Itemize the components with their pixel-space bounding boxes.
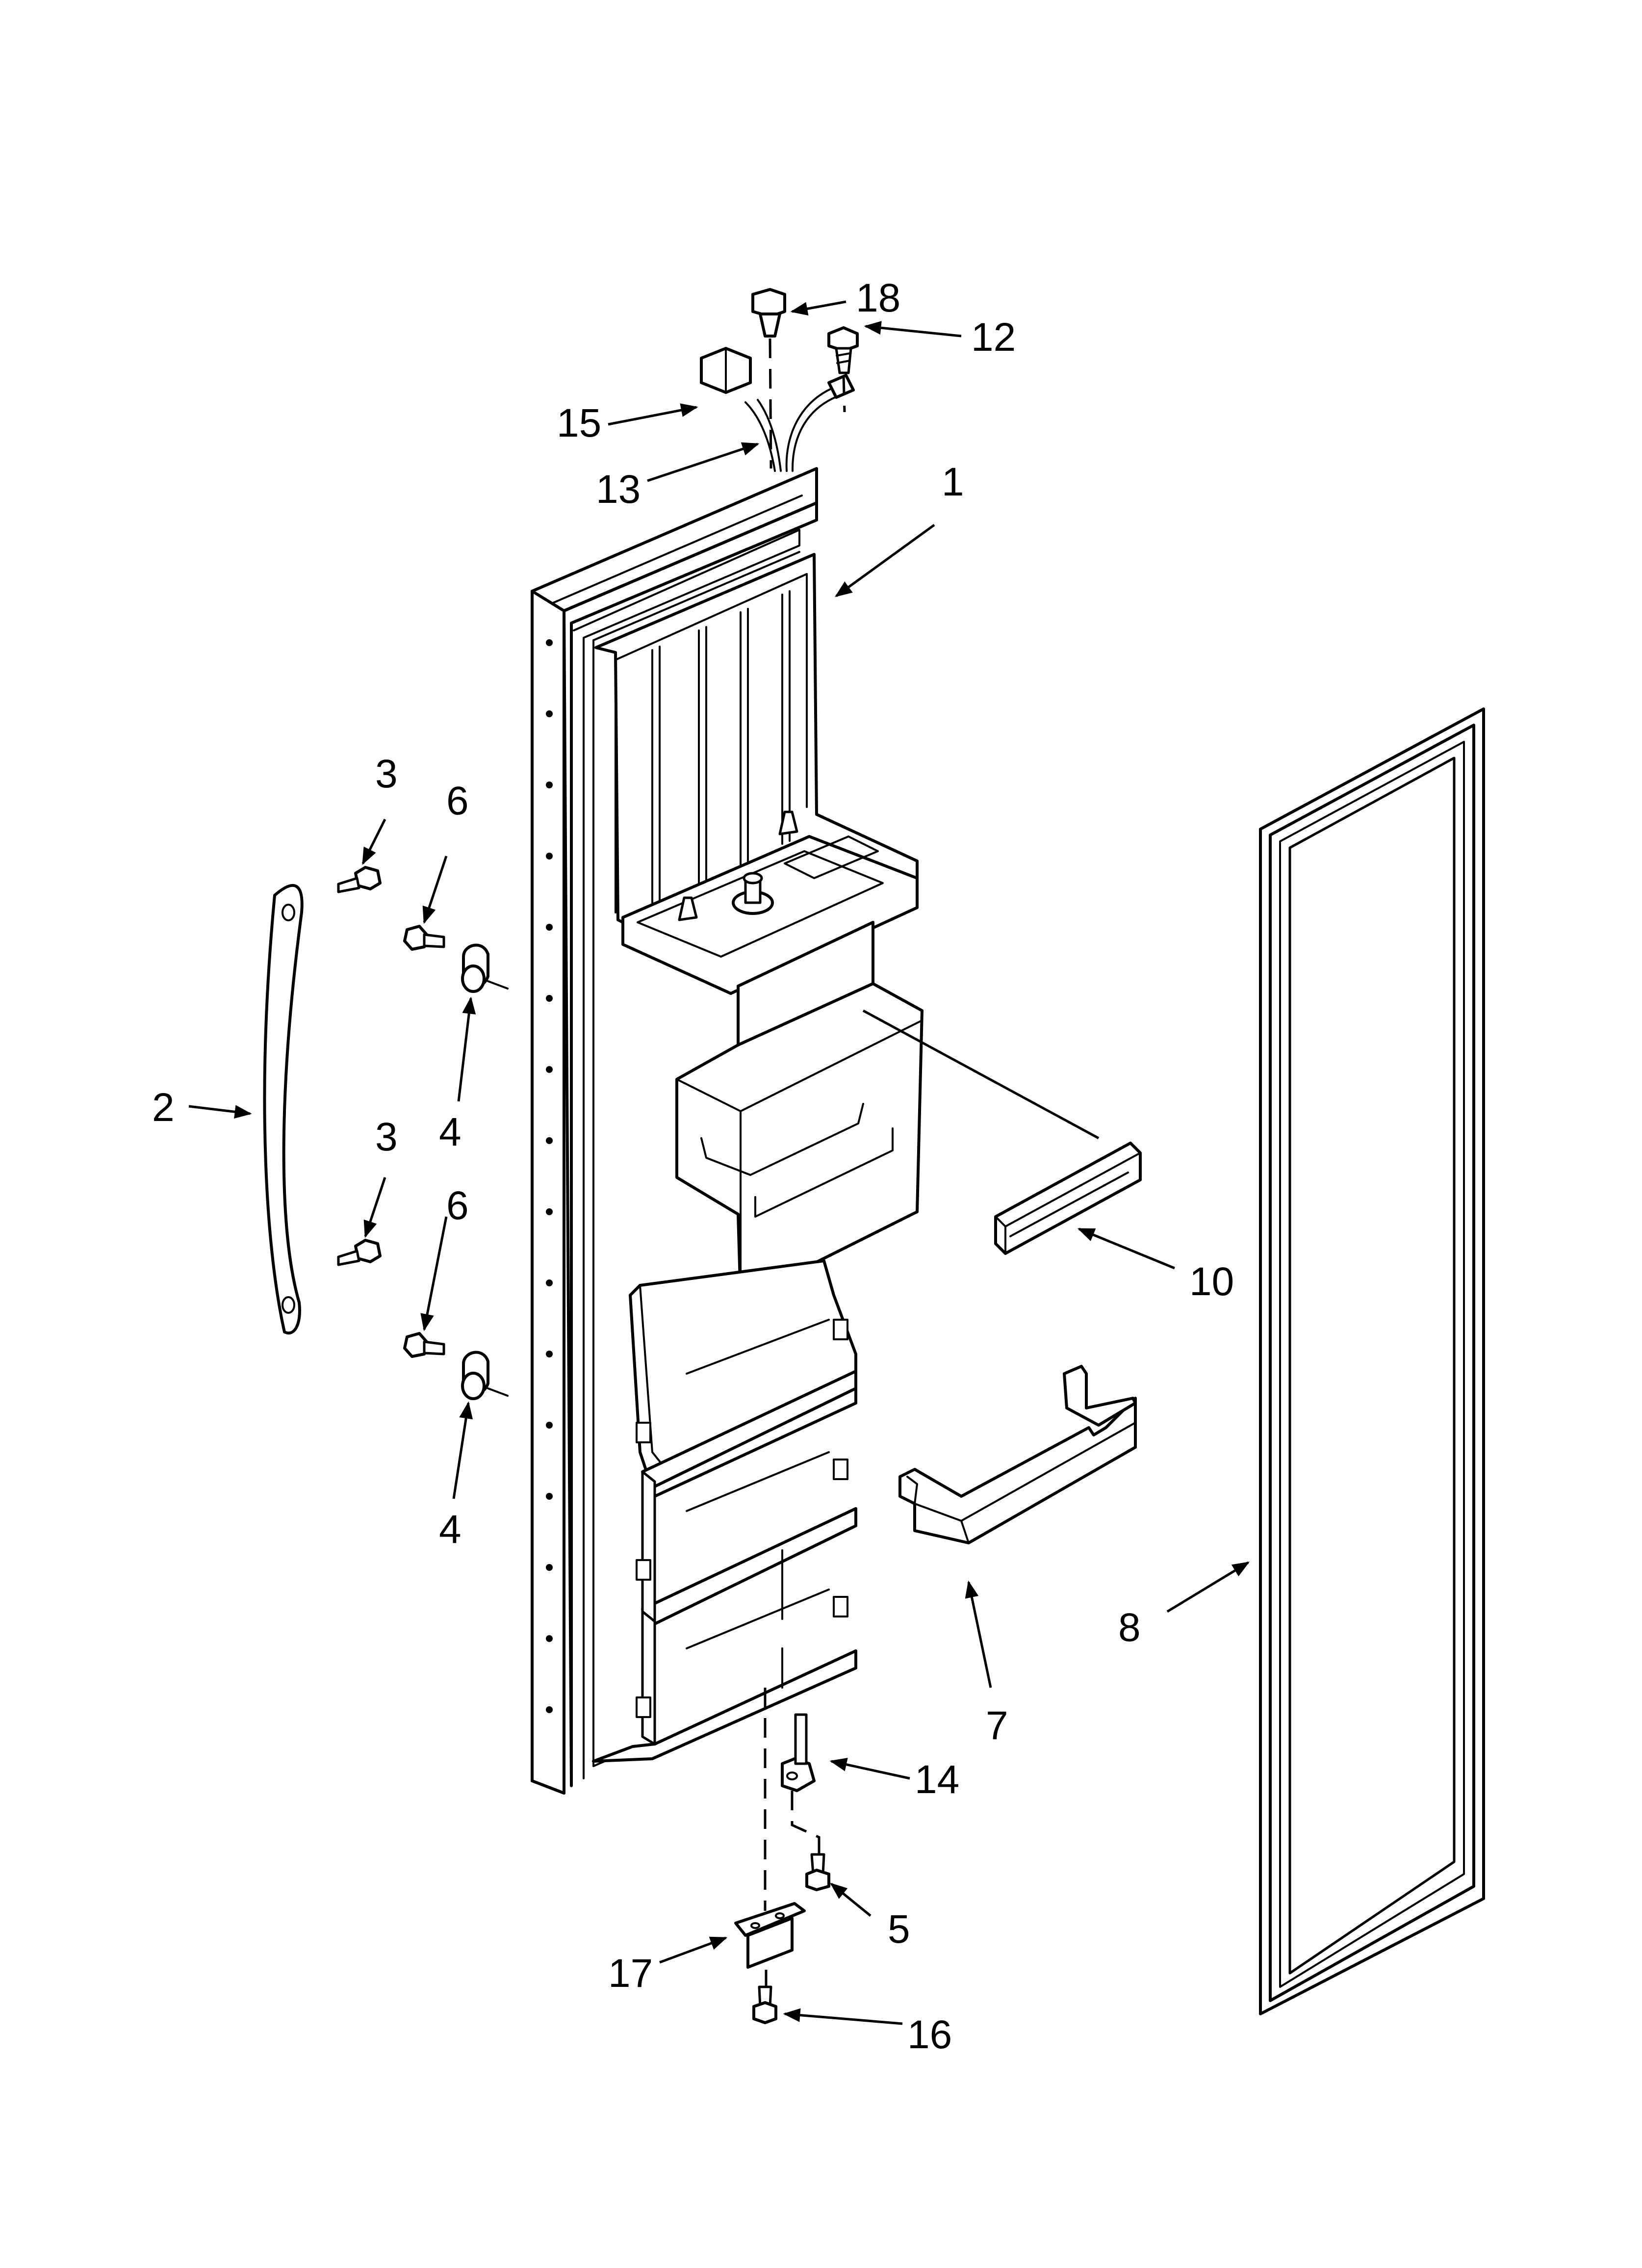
- callout-13: 13: [596, 467, 641, 512]
- hinge-screw-part-5: [805, 1853, 830, 1891]
- callout-4-upper: 4: [439, 1110, 462, 1154]
- callout-16: 16: [907, 2012, 952, 2057]
- callout-7: 7: [986, 1703, 1008, 1748]
- freezer-door-part: [531, 467, 924, 1795]
- handle-screw-upper: [337, 866, 382, 893]
- callout-17: 17: [608, 1951, 653, 1996]
- callout-8: 8: [1118, 1605, 1141, 1650]
- callout-2: 2: [152, 1085, 175, 1130]
- wire-harness-part: [700, 347, 855, 472]
- callout-10: 10: [1189, 1259, 1234, 1304]
- door-gasket-part: [1259, 707, 1485, 2015]
- liner-ribs: [651, 590, 791, 904]
- hinge-bracket-part: [734, 1902, 806, 1969]
- callout-arrows: [188, 300, 1250, 2025]
- spacer-lower: [461, 1351, 509, 1400]
- hinge-pin-part: [781, 1713, 816, 1792]
- screw-part-12: [827, 326, 859, 374]
- callout-3-lower: 3: [375, 1115, 398, 1159]
- callout-6-upper: 6: [446, 779, 469, 823]
- door-bin-part: [898, 1365, 1137, 1544]
- handle-screw-lower: [337, 1239, 382, 1266]
- callout-14: 14: [915, 1757, 959, 1802]
- callout-4-lower: 4: [439, 1507, 462, 1552]
- callout-12: 12: [971, 315, 1016, 360]
- door-frame-holes: [546, 639, 553, 1713]
- callout-18: 18: [856, 276, 900, 320]
- trim-strip-part: [994, 1142, 1142, 1255]
- callout-6-lower: 6: [446, 1183, 469, 1228]
- door-handle-part: [263, 884, 304, 1334]
- callout-3-upper: 3: [375, 752, 398, 796]
- mount-screw-upper: [403, 925, 445, 951]
- spacer-upper: [461, 943, 509, 993]
- callout-15: 15: [557, 401, 601, 445]
- callout-1: 1: [942, 460, 964, 504]
- hinge-screw-part-16: [752, 1985, 777, 2024]
- callout-labels: 18 12 15 13 1 3 6 2 4 3 6 10 4 8 7 14 5 …: [152, 276, 1234, 2057]
- callout-5: 5: [888, 1907, 910, 1952]
- bin-tabs: [636, 1319, 848, 1718]
- screw-part-18: [751, 288, 786, 338]
- mount-screw-lower: [403, 1332, 445, 1358]
